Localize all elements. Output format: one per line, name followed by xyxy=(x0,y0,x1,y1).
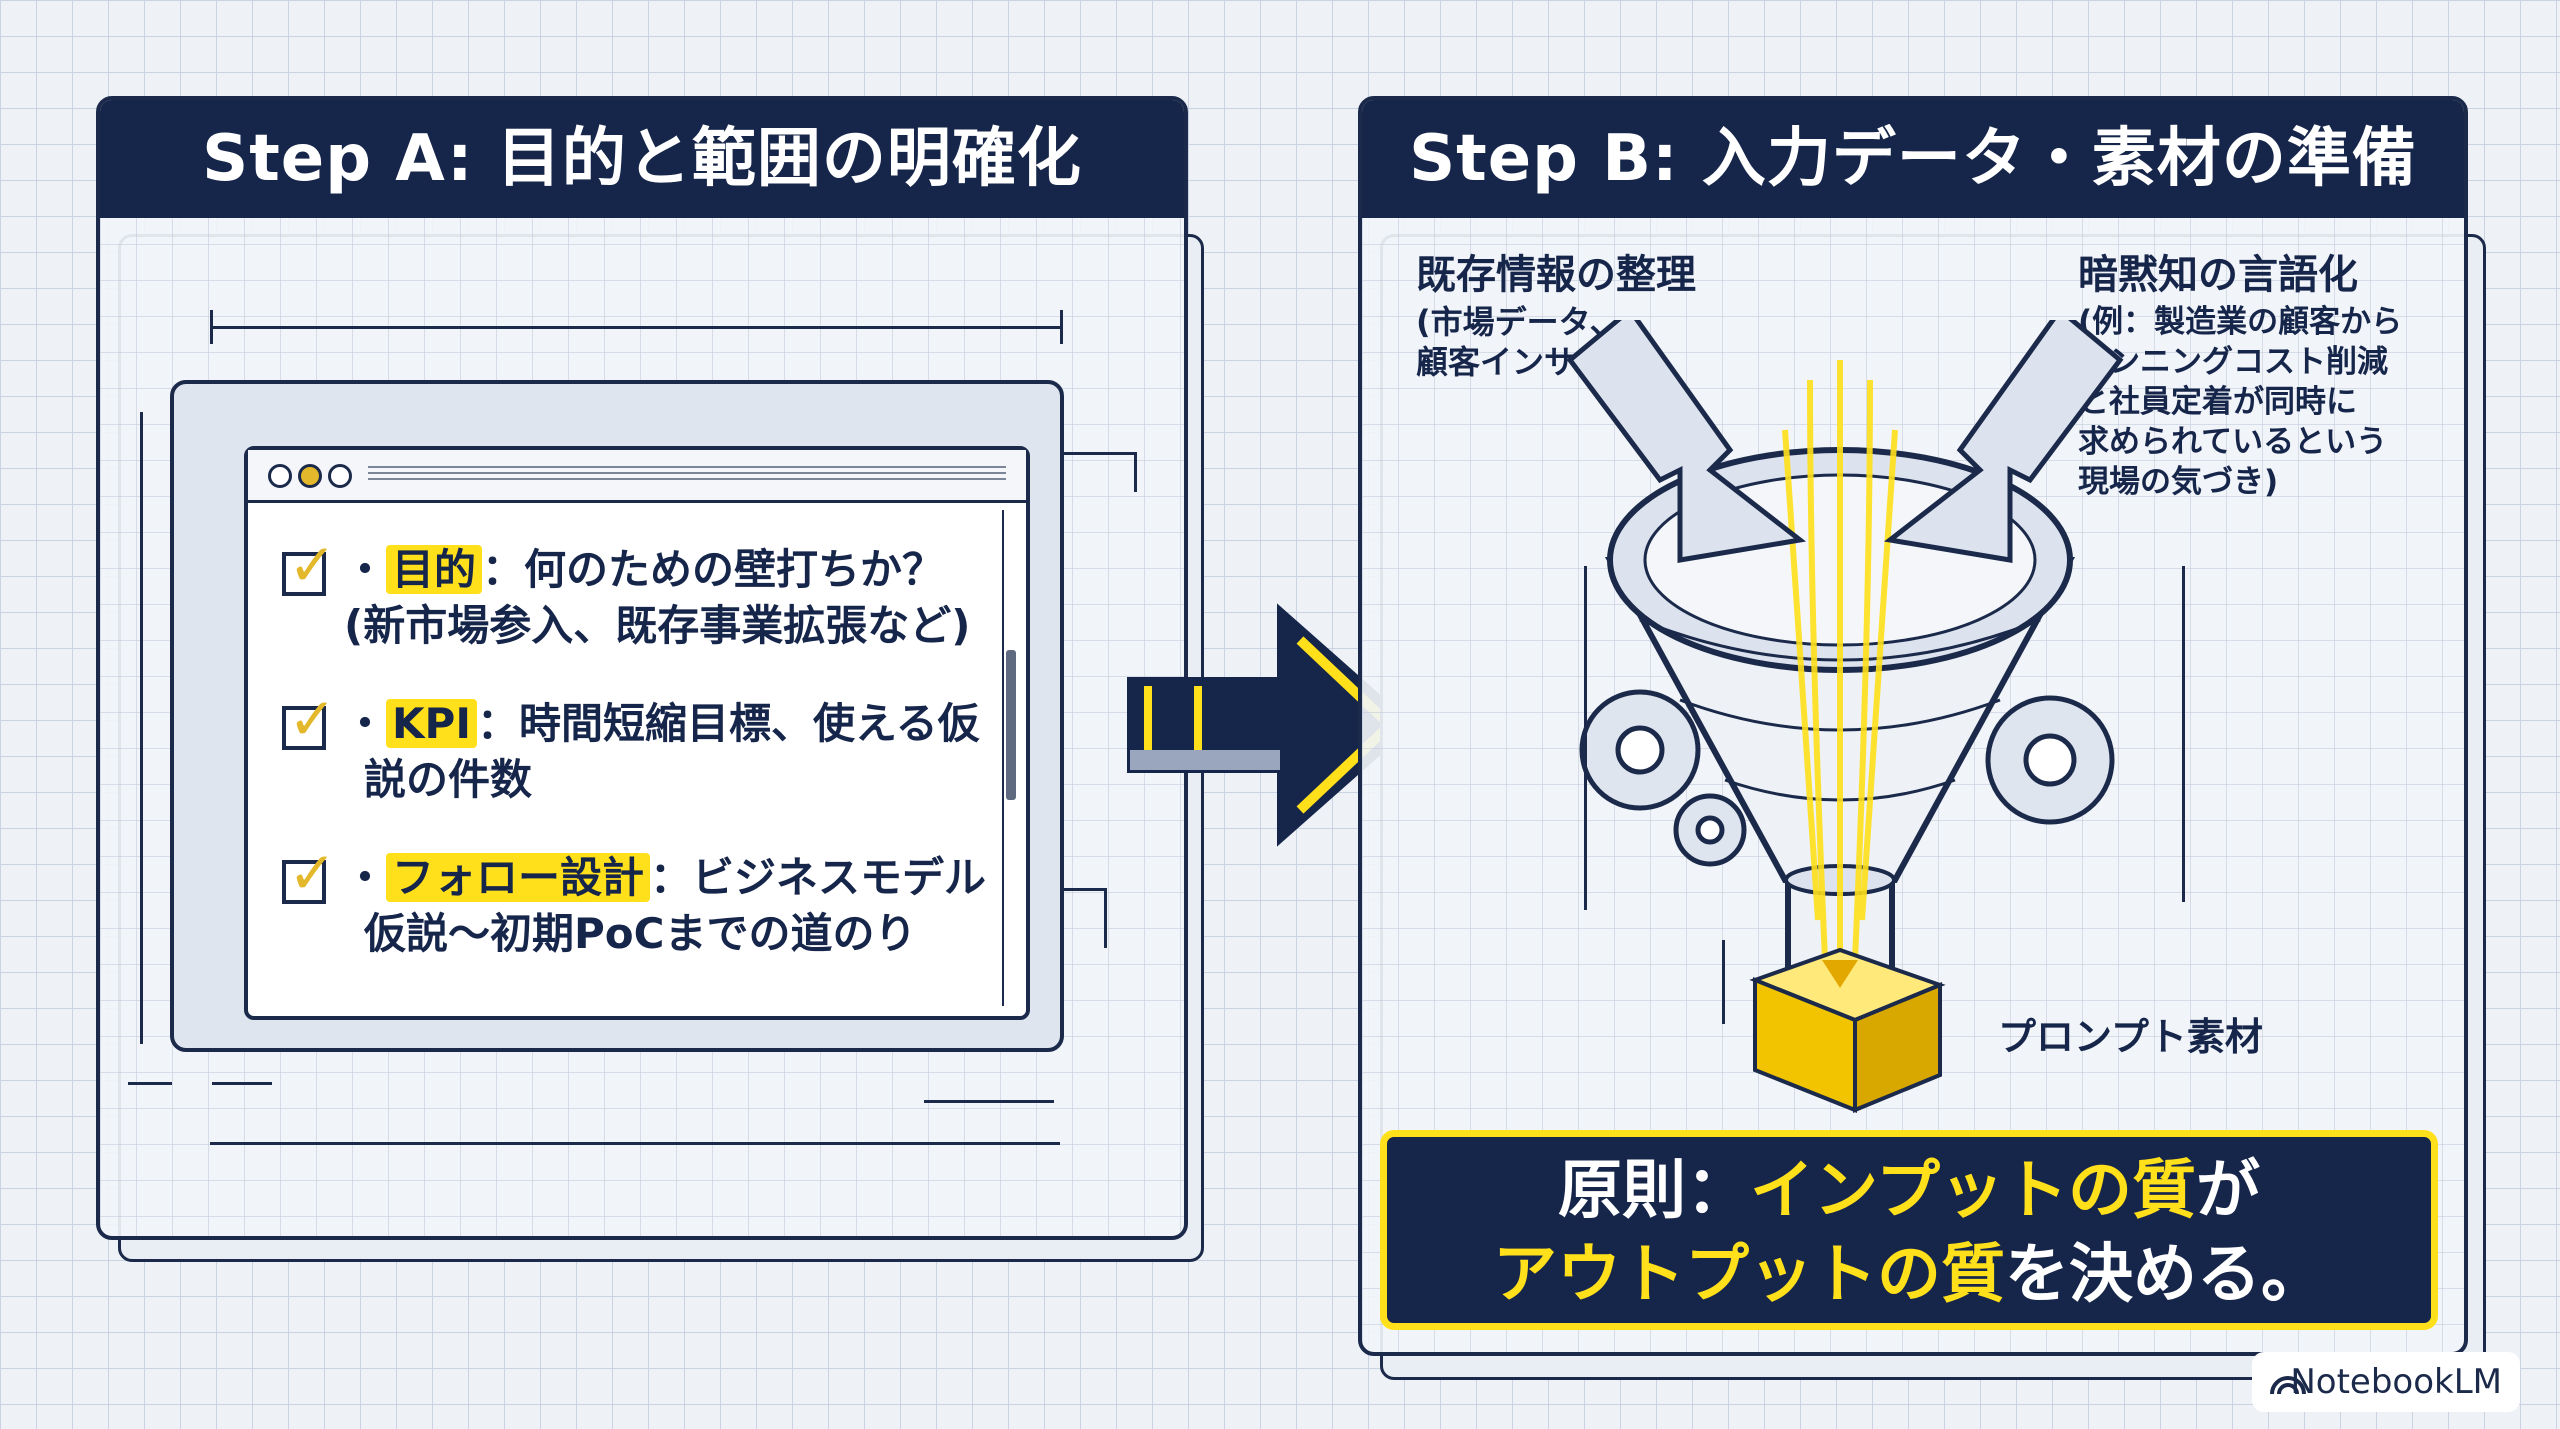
dimension-tick xyxy=(128,1082,172,1085)
principle-highlight-output: アウトプットの質 xyxy=(1493,1238,2005,1312)
checkmark-icon: ✓ xyxy=(288,839,337,907)
left-input-label: 既存情報の整理 xyxy=(1416,252,1696,298)
output-label: プロンプト素材 xyxy=(1998,1015,2263,1059)
scroll-thumb[interactable] xyxy=(1006,650,1016,800)
prompt-material-cube-icon xyxy=(1749,947,1946,1113)
address-bar-lines xyxy=(368,466,1006,484)
window-title-bar xyxy=(248,450,1026,503)
step-b-title: Step B: 入力データ・素材の準備 xyxy=(1362,100,2464,218)
notebooklm-logo-icon xyxy=(2270,1376,2306,1395)
item-line1: ：時間短縮目標、使える仮 xyxy=(476,699,980,748)
dimension-tick xyxy=(1060,452,1136,455)
arrow-right-icon xyxy=(1127,603,1415,847)
dimension-tick xyxy=(1134,452,1137,492)
window-dot-icon xyxy=(298,464,322,488)
principle-highlight-input: インプットの質 xyxy=(1749,1154,2197,1228)
item-line2: 説の件数 xyxy=(364,755,533,804)
scrollbar[interactable] xyxy=(1002,510,1020,1006)
step-a-title: Step A: 目的と範囲の明確化 xyxy=(100,100,1184,218)
item-keyword: 目的 xyxy=(386,545,483,594)
right-input-detail: (例：製造業の顧客から ランニングコスト削減 と社員定着が同時に 求められている… xyxy=(2078,304,2403,500)
funnel-illustration xyxy=(1566,320,2124,1113)
item-keyword: KPI xyxy=(386,699,477,748)
principle-suffix: を決める。 xyxy=(2005,1238,2325,1312)
dimension-tick xyxy=(1060,888,1106,891)
dimension-tick xyxy=(1060,310,1063,344)
item-line1: ：ビジネスモデル xyxy=(650,853,987,902)
principle-box: 原則：インプットの質が アウトプットの質を決める。 xyxy=(1380,1130,2438,1330)
item-line2: (新市場参入、既存事業拡張など) xyxy=(344,601,971,650)
principle-mid: が xyxy=(2196,1154,2261,1228)
checkmark-icon: ✓ xyxy=(288,531,337,599)
item-line2: 仮説〜初期PoCまでの道のり xyxy=(364,909,917,958)
item-keyword: フォロー設計 xyxy=(386,853,651,902)
input-arrow-left-icon xyxy=(1566,320,1807,563)
dimension-line-top xyxy=(210,326,1060,329)
principle-prefix: 原則： xyxy=(1557,1154,1750,1228)
checklist-item-text: ・フォロー設計：ビジネスモデル 仮説〜初期PoCまでの道のり xyxy=(344,850,1014,962)
dimension-line-cube xyxy=(1722,940,1725,1024)
checklist-item-text: ・KPI：時間短縮目標、使える仮 説の件数 xyxy=(344,696,1014,808)
right-input-label: 暗黙知の言語化 xyxy=(2078,252,2358,298)
window-dot-icon xyxy=(328,464,352,488)
item-line1: ：何のための壁打ちか？ xyxy=(482,545,945,594)
checkbox-icon: ✓ xyxy=(282,844,337,904)
dimension-line-right xyxy=(2182,566,2185,902)
dimension-line-bottom xyxy=(210,1142,1060,1145)
dimension-line-left xyxy=(1584,566,1587,910)
dimension-line-left xyxy=(140,412,143,1044)
dimension-tick xyxy=(924,1100,1054,1103)
dimension-tick xyxy=(1104,888,1107,948)
input-arrow-right-icon xyxy=(1883,320,2124,563)
window-dot-icon xyxy=(268,464,292,488)
browser-window xyxy=(244,446,1030,1020)
checkbox-icon: ✓ xyxy=(282,536,337,596)
gear-icon xyxy=(1579,689,2115,867)
notebooklm-badge: NotebookLM xyxy=(2252,1352,2520,1412)
checklist-item-text: ・目的：何のための壁打ちか？ (新市場参入、既存事業拡張など) xyxy=(344,542,1014,654)
dimension-tick xyxy=(210,310,213,344)
checkmark-icon: ✓ xyxy=(288,685,337,753)
notebooklm-label: NotebookLM xyxy=(2290,1362,2502,1402)
checkbox-icon: ✓ xyxy=(282,690,337,750)
dimension-tick xyxy=(212,1082,272,1085)
